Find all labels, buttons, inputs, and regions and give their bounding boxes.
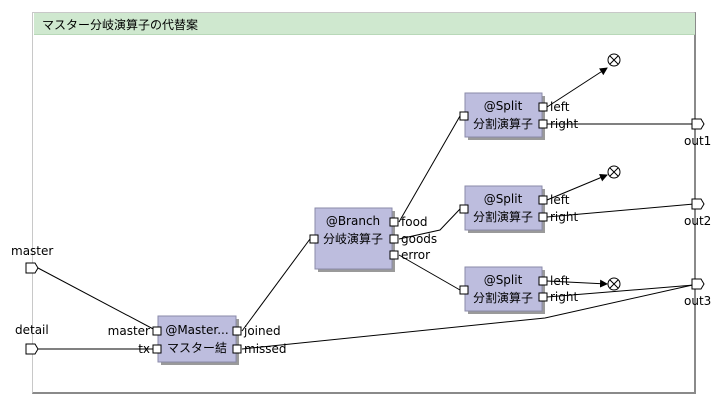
port-in-tx-label: tx: [138, 342, 150, 356]
output-out2-label: out2: [684, 214, 711, 228]
port-out-left: [538, 102, 548, 112]
node-split-1-subtitle: 分割演算子: [473, 116, 533, 131]
port-out-goods-label: goods: [401, 232, 437, 246]
port-out-left: [538, 276, 548, 286]
port-out-right-label: right: [550, 290, 578, 304]
node-split-1-title: @Split: [484, 99, 523, 113]
node-split-1[interactable]: @Split 分割演算子 left right: [459, 92, 578, 140]
node-master-join-title: @Master...: [165, 323, 228, 337]
output-out3[interactable]: out3: [684, 278, 711, 308]
node-branch-subtitle: 分岐演算子: [323, 231, 383, 246]
port-in-master: [152, 326, 162, 336]
output-out3-label: out3: [684, 294, 711, 308]
diagram-title: マスター分岐演算子の代替案: [42, 18, 199, 32]
port-out-right: [538, 212, 548, 222]
port-in-tx: [152, 344, 162, 354]
node-branch-title: @Branch: [326, 214, 380, 228]
port-in-split-3: [459, 285, 469, 295]
input-detail[interactable]: detail: [15, 323, 49, 355]
port-out-food-label: food: [401, 215, 428, 229]
port-out-right-label: right: [550, 210, 578, 224]
input-master[interactable]: master: [11, 244, 53, 274]
input-master-label: master: [11, 244, 53, 258]
port-out-food: [389, 217, 399, 227]
node-split-2-title: @Split: [484, 192, 523, 206]
wires: [37, 67, 698, 350]
output-out1-label: out1: [684, 134, 711, 148]
node-split-3[interactable]: @Split 分割演算子 left right: [459, 266, 578, 314]
port-out-missed-label: missed: [244, 342, 287, 356]
port-out-left: [538, 195, 548, 205]
node-branch[interactable]: @Branch 分岐演算子 food goods error: [309, 207, 437, 272]
node-split-3-subtitle: 分割演算子: [473, 290, 533, 305]
port-out-missed: [232, 344, 242, 354]
node-split-3-title: @Split: [484, 273, 523, 287]
port-in-split-1: [459, 111, 469, 121]
port-out-left-label: left: [550, 274, 570, 288]
port-out-error-label: error: [401, 248, 430, 262]
port-in-split-2: [459, 204, 469, 214]
port-out-error: [389, 250, 399, 260]
port-out-left-label: left: [550, 100, 570, 114]
port-out-joined-label: joined: [243, 324, 281, 338]
port-out-joined: [232, 326, 242, 336]
output-out1[interactable]: out1: [684, 118, 711, 148]
stop-icon: [607, 165, 621, 179]
port-out-right: [538, 292, 548, 302]
port-out-goods: [389, 234, 399, 244]
node-master-join[interactable]: @Master... マスター結 master tx joined missed: [108, 315, 287, 365]
diagram-title-bar: マスター分岐演算子の代替案: [34, 13, 695, 35]
port-in-master-label: master: [108, 324, 150, 338]
port-out-right: [538, 119, 548, 129]
diagram-canvas: [32, 12, 696, 394]
port-in-branch: [309, 234, 319, 244]
node-split-2-subtitle: 分割演算子: [473, 209, 533, 224]
stop-icon: [607, 277, 621, 291]
port-out-left-label: left: [550, 193, 570, 207]
stop-icon: [607, 53, 621, 67]
port-out-right-label: right: [550, 117, 578, 131]
output-out2[interactable]: out2: [684, 198, 711, 228]
node-split-2[interactable]: @Split 分割演算子 left right: [459, 185, 578, 233]
node-master-join-subtitle: マスター結: [167, 341, 227, 355]
input-detail-label: detail: [15, 323, 49, 337]
